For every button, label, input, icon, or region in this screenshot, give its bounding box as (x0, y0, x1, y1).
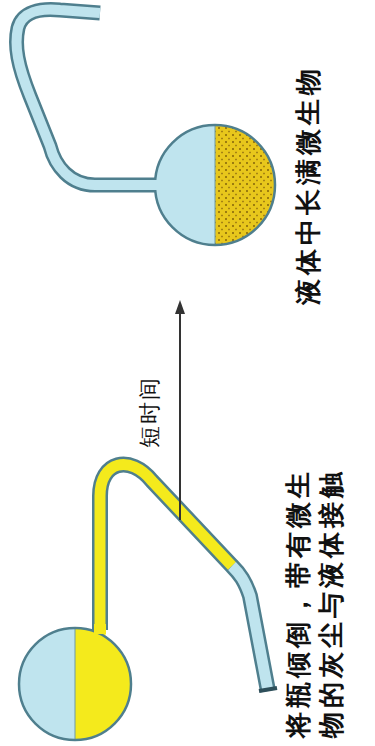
label-text: 短时间 (137, 376, 162, 448)
label-text: 将瓶倾倒，带有微生物的灰尘与液体接触 (283, 468, 346, 738)
arrow-label: 短时间 (136, 358, 164, 448)
time-arrow (175, 300, 185, 520)
tilted-flask (19, 465, 277, 740)
label-text: 液体中长满微生物 (293, 65, 323, 305)
result-caption: 液体中长满微生物 (292, 15, 325, 305)
swan-neck-flask (17, 10, 276, 245)
step-caption: 将瓶倾倒，带有微生物的灰尘与液体接触 (282, 456, 347, 738)
